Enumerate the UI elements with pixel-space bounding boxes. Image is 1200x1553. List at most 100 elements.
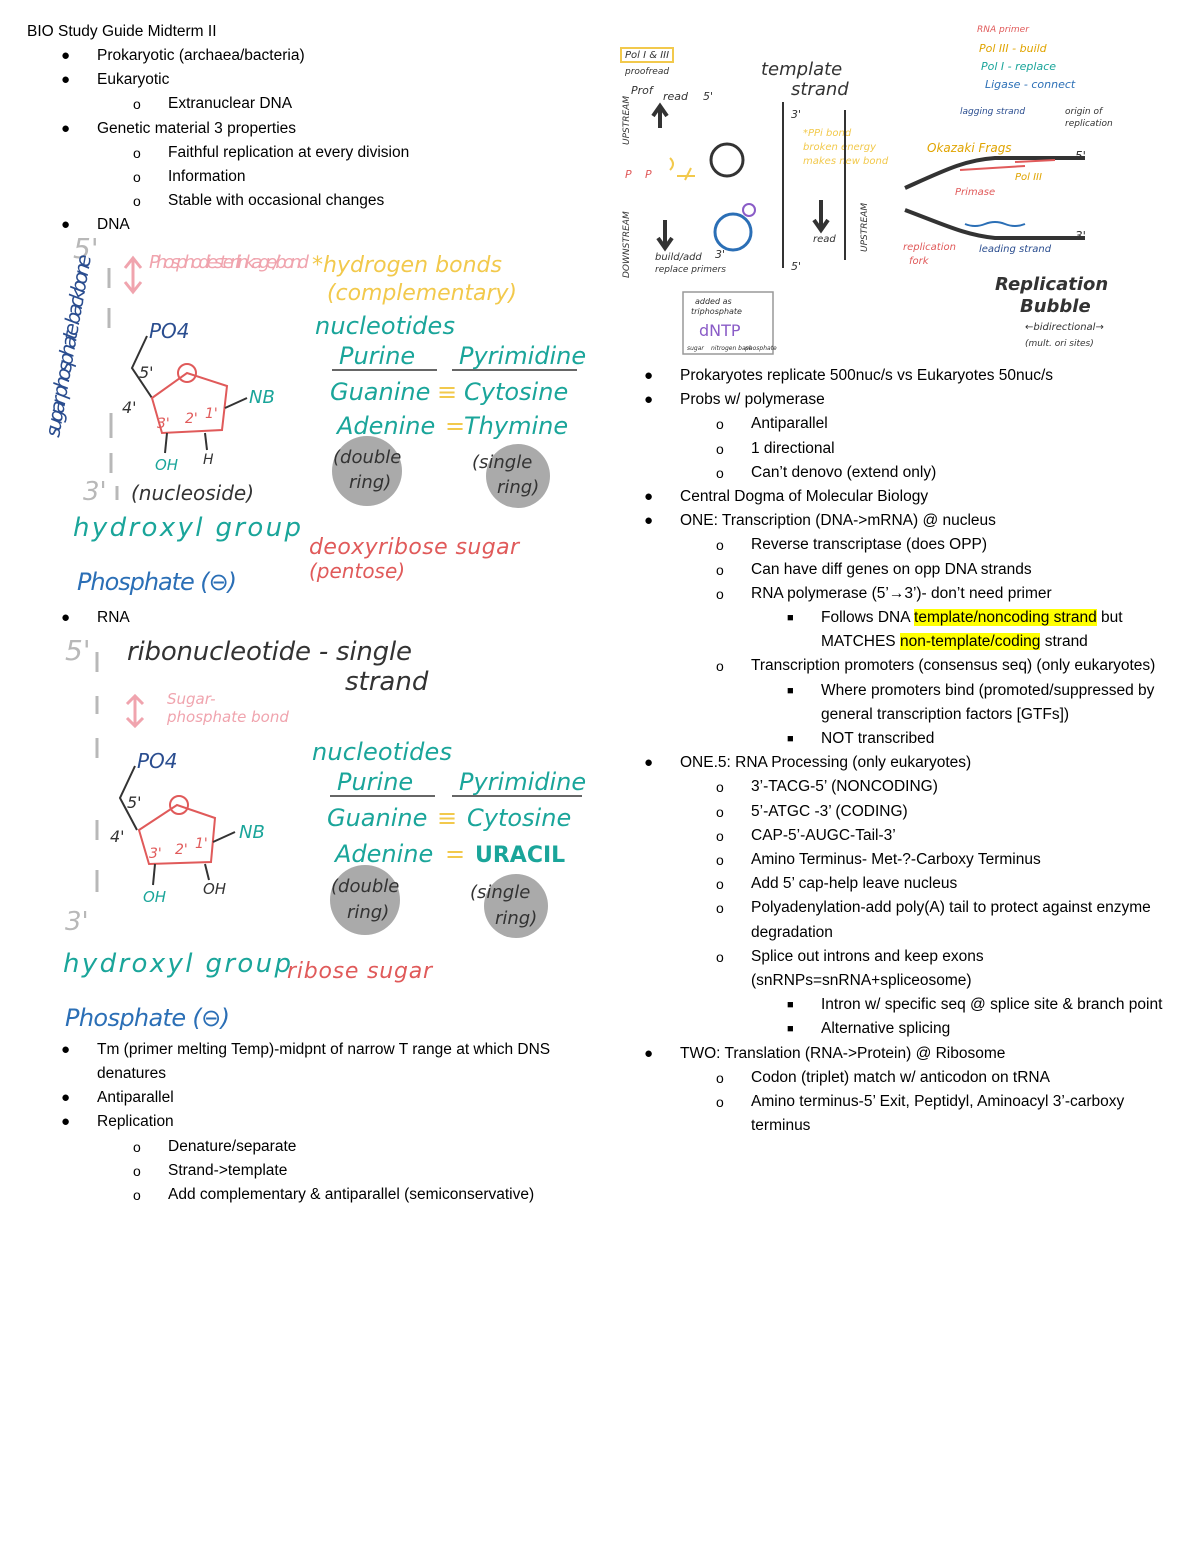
c5-label: 5' — [139, 363, 154, 382]
list-item-text: Prokaryotic (archaea/bacteria) — [97, 47, 305, 64]
list-item: ■Where promoters bind (promoted/suppress… — [610, 679, 1185, 727]
p-label: P — [625, 168, 632, 181]
list-item-text: Splice out introns and keep exons (snRNP… — [751, 947, 984, 990]
bullet: ■ — [787, 1023, 794, 1036]
rna-purine-label: Purine — [337, 768, 413, 796]
list-item-text: Prokaryotes replicate 500nuc/s vs Eukary… — [680, 367, 1054, 384]
primase-label: Primase — [955, 187, 995, 198]
complementary-label: (complementary) — [327, 281, 517, 306]
rna-5prime-label: 5' — [65, 634, 91, 667]
bullet: o — [716, 852, 724, 869]
highlighted-text: template/noncoding strand — [914, 609, 1097, 627]
energy-label-1: *PPi bond — [803, 128, 852, 139]
list-item: ■NOT transcribed — [610, 727, 1185, 751]
outline-list: ● Prokaryotic (archaea/bacteria) ● Eukaryot… — [27, 44, 602, 238]
adenine-label: Adenine — [335, 412, 435, 440]
list-item-text: Antiparallel — [751, 415, 828, 433]
cytosine-label: Cytosine — [464, 378, 568, 406]
list-item-text: Polyadenylation-add poly(A) tail to prot… — [751, 899, 1151, 941]
list-item: o Codon (triplet) match w/ anticodon on t… — [610, 1066, 1185, 1090]
triple-bond-label: ≡ — [437, 378, 457, 406]
rna-c5-label: 5' — [127, 793, 142, 812]
read-label-2: read — [813, 234, 836, 245]
dna-structure-sketch: 5' 3' sugar phosphate backbone Phosphodi… — [40, 238, 586, 596]
bullet: ● — [61, 47, 71, 64]
list-item-text: Can have diff genes on opp DNA strands — [751, 560, 1032, 578]
bullet: o — [716, 876, 724, 893]
rna-c3-label: 3' — [149, 846, 162, 862]
multiple-origins-label: (mult. ori sites) — [1025, 339, 1094, 349]
strand-label: strand — [345, 667, 429, 697]
list-item-text: Antiparallel — [97, 1089, 174, 1107]
rna-nb-label: NB — [239, 822, 265, 843]
bullet: o — [716, 900, 724, 917]
rna-phosphate-label: Phosphate (⊖) — [65, 1004, 230, 1030]
fork-label-2: fork — [909, 256, 930, 267]
c4-label: 4' — [122, 398, 137, 417]
dntp-sugar: sugar — [687, 345, 704, 352]
strand-label-right: strand — [791, 79, 849, 100]
rna-hydroxyl-label: hydroxyl group — [63, 949, 291, 979]
rna-heading: RNA — [97, 608, 130, 626]
list-item-text: Codon (triplet) match w/ anticodon on tR… — [751, 1068, 1050, 1086]
bullet: o — [133, 1187, 141, 1204]
list-item-text: 1 directional — [751, 439, 835, 457]
list-item-text: Probs w/ polymerase — [680, 391, 825, 409]
upstream-label-2: UPSTREAM — [860, 203, 870, 252]
rna-po4-label: PO4 — [137, 749, 178, 773]
origin-label-1: origin of — [1065, 107, 1104, 117]
lagging-label: lagging strand — [960, 107, 1025, 117]
bullet: o — [133, 96, 141, 113]
pentose-label: (pentose) — [309, 559, 405, 583]
list-item-text: Eukaryotic — [97, 71, 170, 89]
list-item-text: NOT transcribed — [821, 730, 935, 748]
list-item: ●DNA — [27, 213, 602, 237]
rna-triple-bond-label: ≡ — [437, 804, 457, 832]
legend-ligase: Ligase - connect — [985, 78, 1076, 91]
list-item-text: strand — [1040, 633, 1088, 651]
bullet: o — [716, 779, 724, 796]
list-item-text: Faithful replication at every division — [168, 143, 410, 161]
list-item-text: Tm (primer melting Temp)-midpnt of narro… — [97, 1040, 551, 1083]
ribose-sugar-label: ribose sugar — [287, 959, 434, 984]
left-column: BIO Study Guide Midterm II ● Prokaryotic … — [27, 20, 602, 1207]
list-item-text: Strand->template — [168, 1161, 288, 1179]
po4-label: PO4 — [149, 319, 190, 343]
list-item-text: but MATCHES — [821, 609, 1123, 651]
list-item-text: Information — [168, 168, 246, 186]
list-item: ●ONE.5: RNA Processing (only eukaryotes) — [610, 751, 1185, 775]
bullet: ● — [61, 1089, 71, 1107]
list-item-text: Where promoters bind (promoted/suppresse… — [821, 681, 1155, 723]
list-item-text: TWO: Translation (RNA->Protein) @ Riboso… — [680, 1044, 1006, 1062]
bullet: ● — [644, 754, 654, 772]
bullet: o — [716, 1069, 724, 1086]
bullet: ■ — [787, 612, 794, 625]
list-item-text: Central Dogma of Molecular Biology — [680, 488, 929, 506]
highlighted-text: non-template/coding — [899, 633, 1041, 651]
leading-label: leading strand — [979, 244, 1052, 255]
list-item-text: CAP-5’-AUGC-Tail-3’ — [751, 826, 896, 844]
outline-list-right: ● Prokaryotes replicate 500nuc/s vs Eukar… — [610, 364, 1185, 1139]
svg-text:P: P — [645, 168, 652, 181]
bullet: ● — [61, 1040, 71, 1058]
list-item-text: Genetic material 3 properties — [97, 119, 297, 137]
rna-pyrimidine-label: Pyrimidine — [459, 768, 586, 796]
document-title: BIO Study Guide Midterm II — [27, 23, 217, 40]
bullet: o — [716, 537, 724, 554]
nb-label: NB — [249, 387, 275, 408]
ribonucleotide-label: ribonucleotide - single — [127, 637, 412, 667]
double-bond-label: = — [445, 412, 465, 440]
hbonds-label: *hydrogen bonds — [312, 253, 502, 278]
list-item: o Add complementary & antiparallel (semic… — [27, 1183, 602, 1207]
rna-3prime-label: 3' — [65, 907, 89, 937]
list-item-text: Add complementary & antiparallel (semico… — [168, 1186, 535, 1204]
bullet: ● — [61, 216, 71, 234]
list-item-text: Intron w/ specific seq @ splice site & b… — [821, 996, 1163, 1014]
